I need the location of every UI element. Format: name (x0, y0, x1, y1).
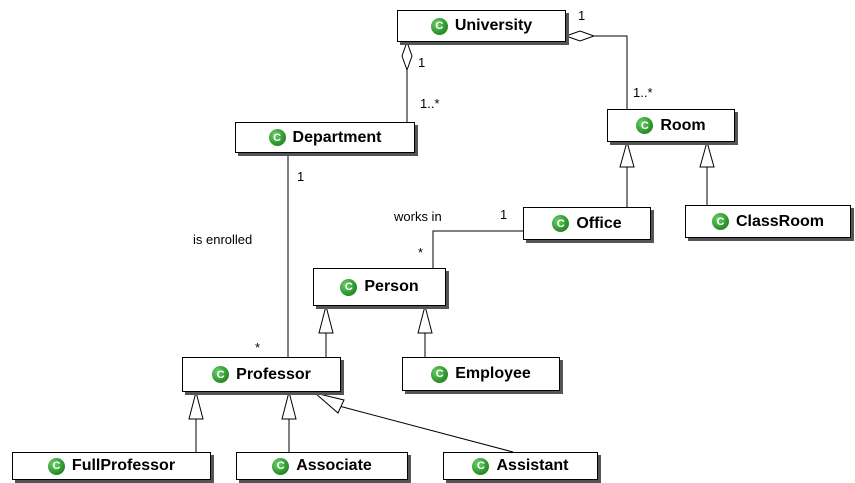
class-icon: C (268, 129, 286, 146)
multiplicity-office-person-person: * (418, 245, 424, 260)
generalization-arrow-assistant-professor (314, 392, 345, 414)
multiplicity-department-professor-prof: * (255, 340, 261, 355)
class-person[interactable]: C Person (313, 268, 446, 306)
class-icon: C (552, 215, 570, 232)
generalization-arrow-professor-person (318, 304, 334, 334)
class-employee[interactable]: C Employee (402, 357, 560, 391)
multiplicity-university-department-univ: 1 (418, 55, 426, 70)
multiplicity-university-room-univ: 1 (578, 8, 586, 23)
class-icon: C (431, 365, 449, 383)
class-name: Assistant (496, 457, 569, 474)
class-icon: C (430, 17, 448, 35)
association-name-works-in: works in (394, 209, 442, 224)
generalization-arrow-associate-professor (281, 390, 297, 420)
class-classroom[interactable]: C ClassRoom (685, 205, 851, 238)
class-name: Employee (455, 365, 531, 382)
class-name: University (454, 17, 533, 34)
class-name: Professor (236, 365, 311, 383)
aggregation-diamond-university-department (401, 40, 413, 72)
multiplicity-university-room-room: 1..* (633, 85, 653, 100)
class-fullprofessor[interactable]: C FullProfessor (12, 452, 211, 480)
multiplicity-university-department-dept: 1..* (420, 96, 440, 111)
generalization-arrow-classroom-room (699, 140, 715, 168)
generalization-arrow-employee-person (417, 304, 433, 334)
generalization-arrow-fullprofessor-professor (188, 390, 204, 420)
class-assistant[interactable]: C Assistant (443, 452, 598, 480)
class-professor[interactable]: C Professor (182, 357, 341, 392)
class-name: Department (292, 128, 382, 146)
class-icon: C (636, 117, 654, 134)
generalization-arrow-office-room (619, 140, 635, 168)
multiplicity-department-professor-dept: 1 (297, 169, 305, 184)
class-university[interactable]: C University (397, 10, 566, 42)
class-icon: C (711, 213, 729, 230)
class-name: Office (576, 214, 622, 232)
class-office[interactable]: C Office (523, 207, 651, 240)
class-name: Associate (296, 457, 372, 474)
class-name: ClassRoom (735, 212, 825, 230)
class-name: Room (660, 116, 706, 134)
multiplicity-office-person-office: 1 (500, 207, 508, 222)
class-icon: C (272, 457, 290, 475)
association-name-is-enrolled: is enrolled (193, 232, 253, 247)
association-office-person (432, 230, 523, 268)
generalization-assistant-professor (338, 405, 514, 453)
class-associate[interactable]: C Associate (236, 452, 408, 480)
class-name: FullProfessor (71, 457, 176, 474)
class-icon: C (212, 366, 230, 383)
aggregation-university-room (566, 35, 628, 109)
class-icon: C (340, 278, 358, 296)
class-icon: C (47, 457, 65, 475)
class-room[interactable]: C Room (607, 109, 735, 142)
class-department[interactable]: C Department (235, 122, 415, 153)
aggregation-diamond-university-room (564, 30, 596, 42)
class-name: Person (364, 278, 419, 295)
class-icon: C (472, 457, 490, 475)
